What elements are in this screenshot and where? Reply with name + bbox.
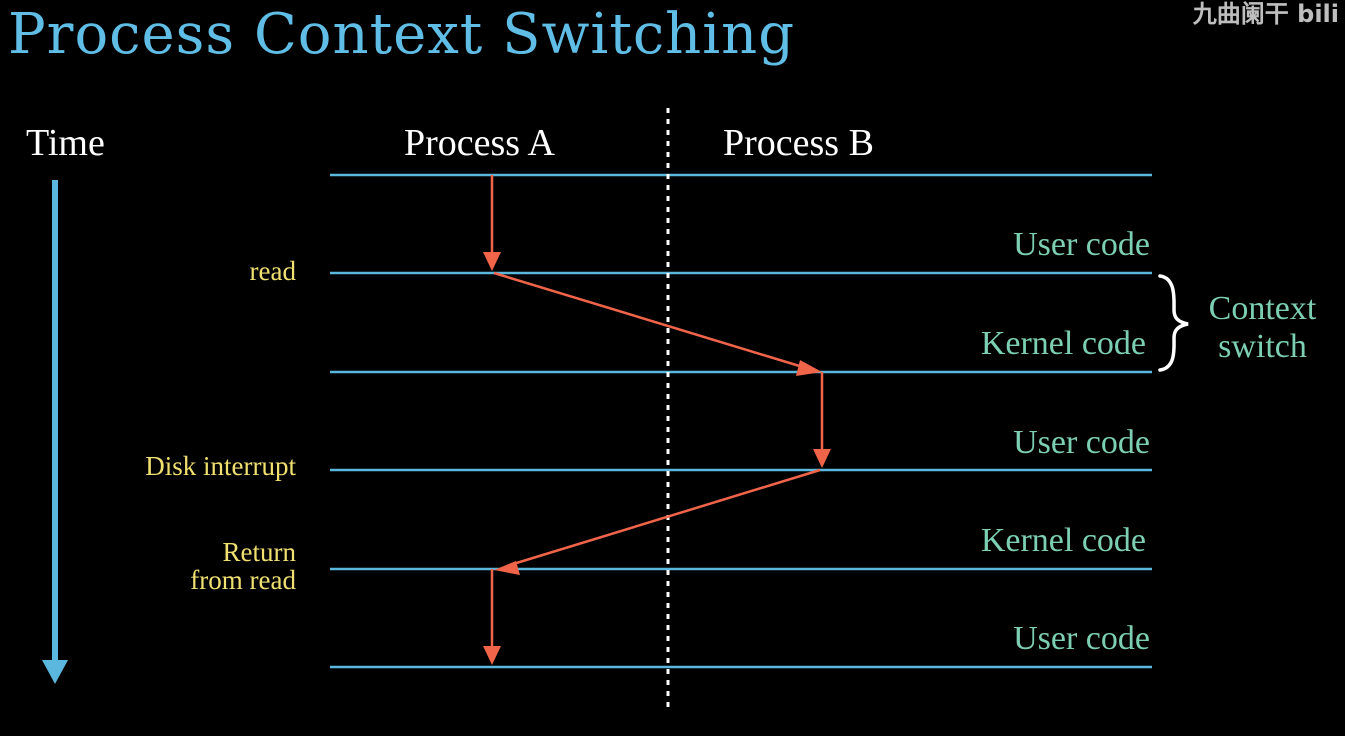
flow-arrowhead-5 — [483, 646, 501, 665]
time-axis-arrowhead — [42, 660, 68, 684]
mode-label-1: User code — [1013, 226, 1150, 263]
flow-arrowhead-1 — [483, 252, 501, 271]
event-return-from-read: Return from read — [190, 538, 296, 595]
watermark: 九曲阑干 bili — [1192, 0, 1339, 28]
event-disk-interrupt: Disk interrupt — [145, 451, 296, 481]
context-switch-line2: switch — [1218, 328, 1307, 366]
flow-arrow-syscall-read — [493, 271, 807, 370]
flow-arrowhead-3 — [813, 449, 831, 468]
slide-title: Process Context Switching — [8, 2, 796, 67]
context-switch-brace — [1158, 274, 1189, 372]
context-switch-line1: Context — [1208, 290, 1317, 327]
event-read: read — [249, 256, 296, 286]
event-return-line1: Return — [222, 537, 297, 567]
mode-label-5: User code — [1013, 620, 1150, 657]
process-a-header: Process A — [404, 122, 555, 164]
flow-arrowhead-2 — [796, 360, 822, 376]
process-b-header: Process B — [723, 122, 874, 164]
mode-label-3: User code — [1013, 424, 1150, 461]
flow-arrow-disk-interrupt — [509, 468, 821, 567]
context-switch-label: Context switch — [1180, 290, 1345, 366]
time-axis-label: Time — [26, 122, 105, 164]
mode-label-2: Kernel code — [980, 325, 1146, 362]
event-return-line2: from read — [190, 565, 296, 596]
mode-label-4: Kernel code — [980, 522, 1146, 559]
flow-arrowhead-4 — [494, 561, 520, 575]
